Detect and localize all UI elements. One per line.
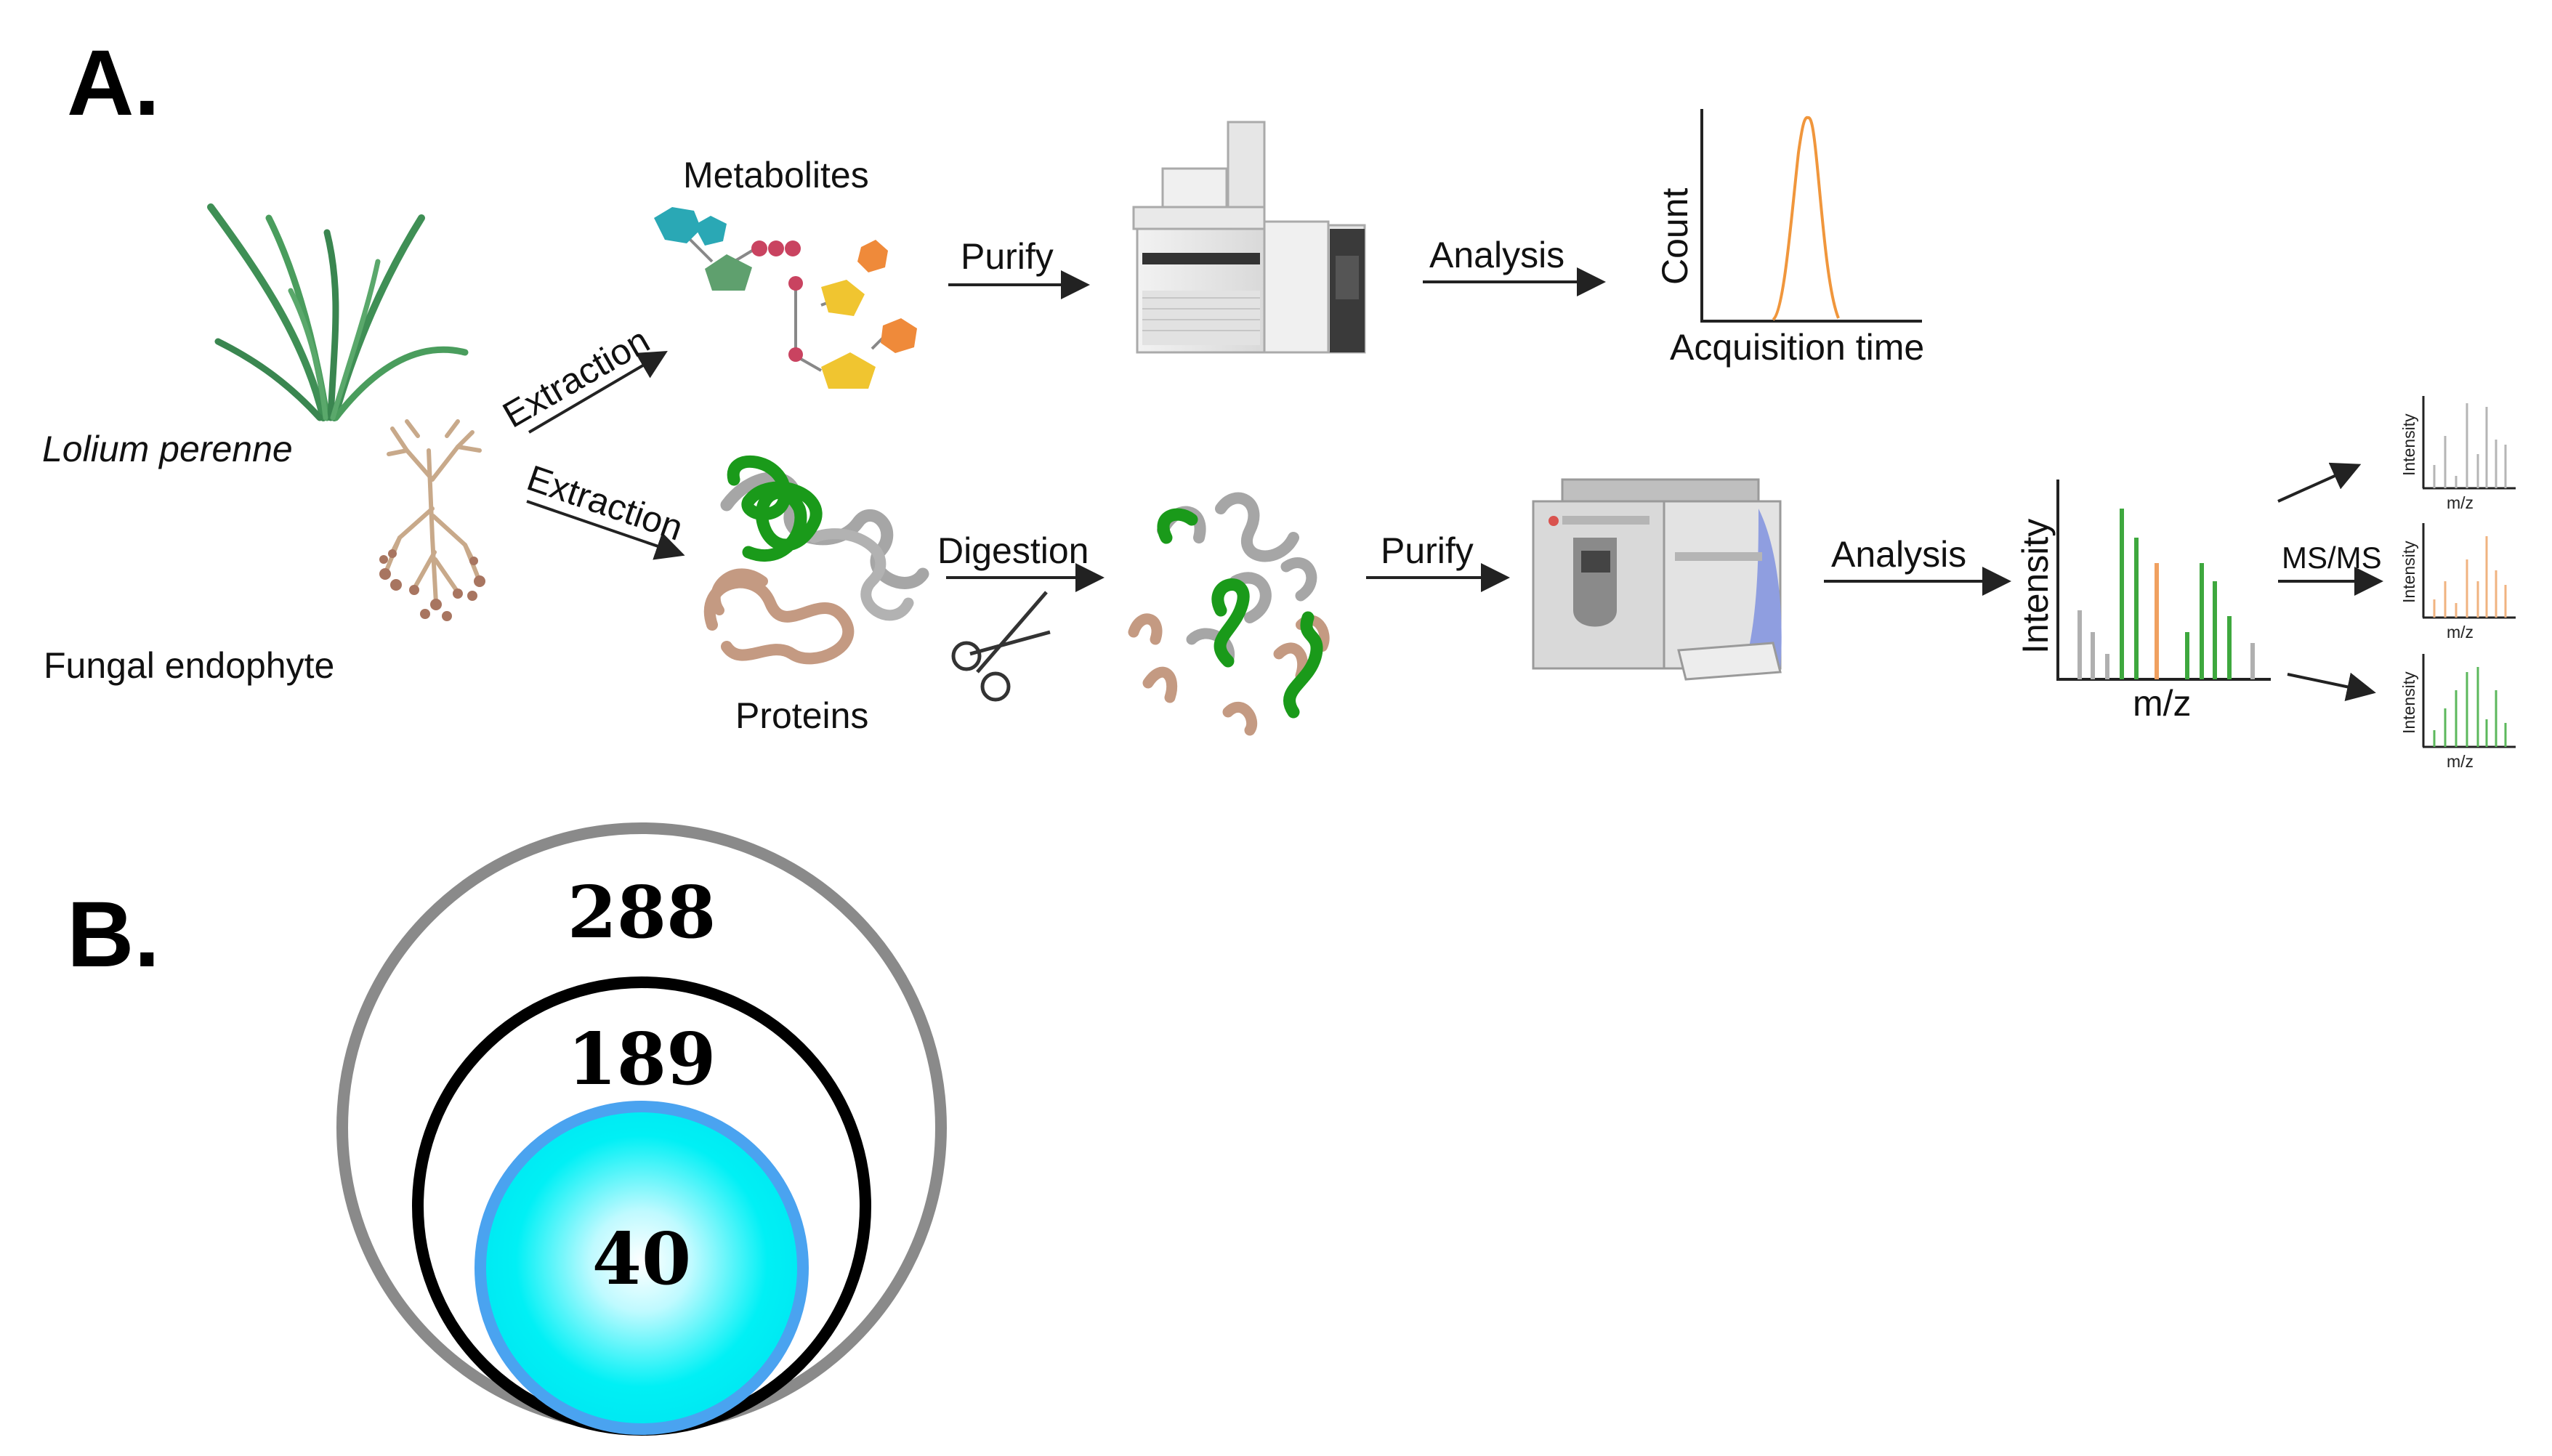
- analysis-label-top: Analysis: [1429, 235, 1564, 275]
- msms-3-ylabel: Intensity: [2399, 671, 2418, 734]
- chromatogram-peak: [1772, 116, 1840, 321]
- metabolites-label: Metabolites: [683, 155, 869, 195]
- spectrum-ylabel: Intensity: [2015, 519, 2056, 654]
- venn-middle-value: 189: [568, 1018, 716, 1101]
- root-icon: [383, 419, 482, 605]
- chromatogram-plot: Count Acquisition time: [1655, 109, 1924, 368]
- msms-arrow-top: [2277, 462, 2362, 503]
- msms-label: MS/MS: [2282, 541, 2382, 575]
- extraction-label-top: Extraction: [496, 320, 657, 436]
- purify-label-top: Purify: [961, 236, 1054, 277]
- extraction-label-bottom: Extraction: [522, 457, 687, 548]
- endophyte-label: Fungal endophyte: [44, 645, 334, 686]
- panel-a-label: A.: [67, 31, 160, 135]
- chromatogram-xlabel: Acquisition time: [1670, 327, 1924, 368]
- digestion-label: Digestion: [937, 530, 1089, 571]
- proteins-icon: [703, 455, 929, 665]
- analysis-label-bottom: Analysis: [1831, 534, 1966, 575]
- venn-outer-value: 288: [568, 871, 716, 955]
- msms-arrow-bottom: [2287, 672, 2376, 701]
- venn-inner-circle: [475, 1101, 809, 1435]
- ms-spectrum-plot: Intensity m/z: [2015, 480, 2271, 724]
- scissors-icon: [951, 591, 1051, 702]
- species-label: Lolium perenne: [42, 429, 293, 469]
- chromatogram-ylabel: Count: [1655, 187, 1695, 285]
- msms-spectrum-2: Intensity m/z: [2399, 523, 2516, 642]
- root-nodules: [379, 549, 485, 621]
- grass-icon: [207, 203, 469, 421]
- gc-ms-instrument-icon: [1132, 121, 1366, 354]
- msms-1-xlabel: m/z: [2447, 493, 2474, 512]
- lc-ms-instrument-icon: [1532, 478, 1782, 681]
- msms-1-ylabel: Intensity: [2399, 413, 2418, 476]
- msms-spectrum-1: Intensity m/z: [2399, 396, 2516, 512]
- proteins-label: Proteins: [735, 695, 868, 736]
- extraction-arrow-top: [528, 350, 668, 434]
- nested-venn-diagram: 288 189 40: [336, 822, 947, 1436]
- msms-2-xlabel: m/z: [2447, 623, 2474, 642]
- spectrum-xlabel: m/z: [2133, 683, 2192, 724]
- msms-3-xlabel: m/z: [2447, 752, 2474, 771]
- metabolite-molecules-icon: [654, 207, 917, 389]
- peptides-icon: [1128, 492, 1330, 736]
- msms-spectrum-3: Intensity m/z: [2399, 654, 2516, 771]
- panel-b-label: B.: [67, 883, 160, 987]
- venn-inner-value: 40: [592, 1218, 691, 1301]
- extraction-arrow-bottom: [526, 500, 685, 560]
- msms-2-ylabel: Intensity: [2399, 541, 2418, 603]
- purify-label-bottom: Purify: [1381, 530, 1474, 571]
